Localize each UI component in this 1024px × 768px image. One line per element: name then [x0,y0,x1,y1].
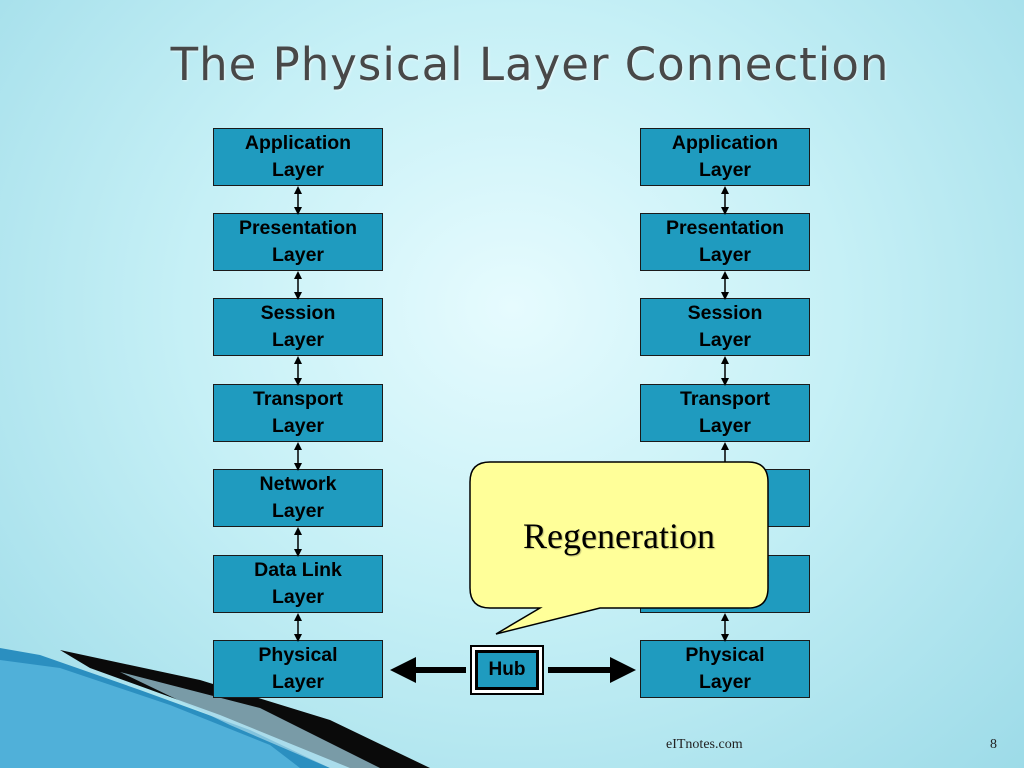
layer-name: Application [671,132,779,154]
layer-name: Data Link [254,559,342,581]
layer-name: Presentation [665,217,785,239]
layer-suffix: Layer [698,415,752,437]
layer-name: Presentation [238,217,358,239]
hub-label: Hub [488,659,526,680]
layer-name: Physical [685,644,765,666]
layer-suffix: Layer [271,671,325,693]
layer-suffix: Layer [698,244,752,266]
layer-name: Network [686,473,764,495]
layer-suffix: Layer [698,159,752,181]
layer-suffix: Layer [271,415,325,437]
layer-name: Session [687,302,763,324]
layer-suffix: Layer [698,329,752,351]
layer-name: Session [260,302,336,324]
layer-name: Network [259,473,337,495]
layer-suffix: Layer [271,586,325,608]
layer-name: Transport [253,388,343,410]
layer-suffix: Layer [698,671,752,693]
footer-source: eITnotes.com [666,737,743,752]
layer-suffix: Layer [271,329,325,351]
layer-suffix: Layer [271,159,325,181]
page-number: 8 [990,737,997,752]
layer-name: Application [244,132,352,154]
layer-name: Transport [680,388,770,410]
layer-suffix: Layer [698,586,752,608]
hub-device: Hub [470,645,544,695]
layer-name: Physical [258,644,338,666]
callout-text: Regeneration [523,516,715,556]
layer-suffix: Layer [271,500,325,522]
layer-name: Data Link [681,559,769,581]
layer-suffix: Layer [271,244,325,266]
slide-title: The Physical Layer Connection [170,38,890,91]
